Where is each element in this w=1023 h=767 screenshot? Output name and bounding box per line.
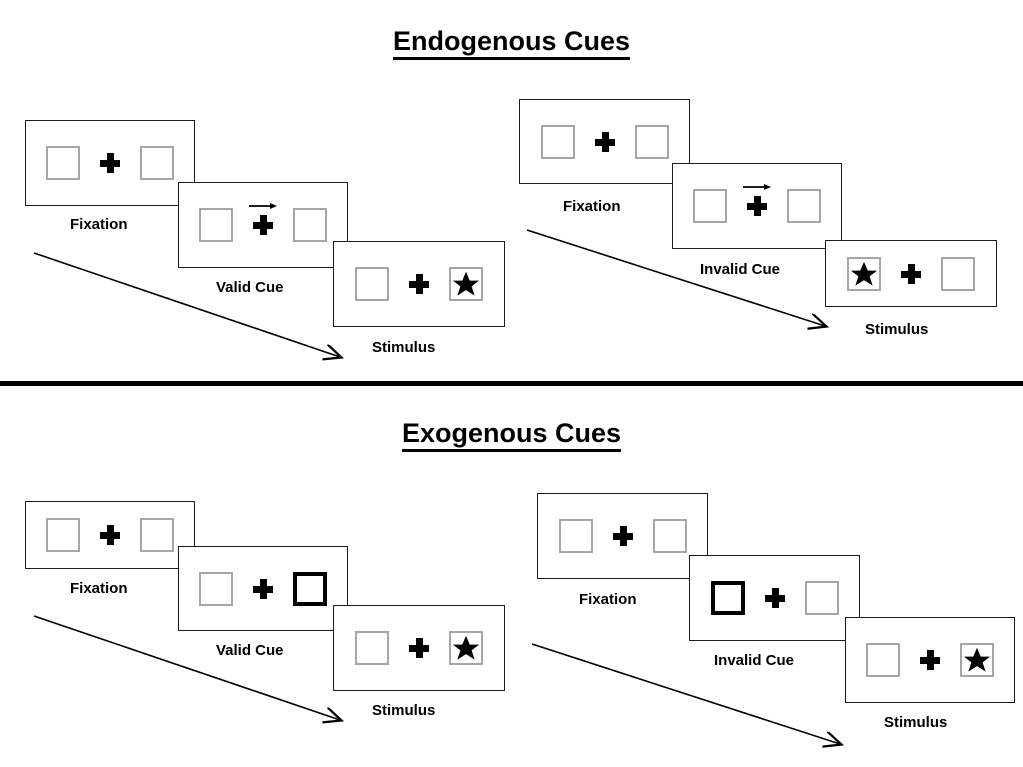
section-title-endogenous-text: Endogenous Cues: [392, 26, 630, 60]
frame-content: [26, 502, 194, 568]
frame-exogenous-valid-fixation[interactable]: [25, 501, 195, 569]
plus-icon: [901, 263, 921, 284]
frame-content: [334, 606, 504, 690]
right-placeholder-box: [652, 519, 687, 553]
plus-icon: [253, 578, 273, 599]
frame-exogenous-invalid-stimulus[interactable]: [845, 617, 1015, 703]
frame-exogenous-valid-cue[interactable]: [178, 546, 348, 631]
flow-arrow-endogenous-valid: [33, 252, 360, 365]
left-placeholder-box: [355, 267, 389, 301]
left-placeholder-box: [558, 519, 593, 553]
right-placeholder-box: [941, 256, 975, 291]
frame-label-exogenous-valid-fixation: Fixation: [70, 580, 128, 597]
left-placeholder-box: [540, 124, 575, 159]
frame-content: [520, 100, 689, 183]
frame-endogenous-valid-stimulus[interactable]: [333, 241, 505, 327]
frame-content: [846, 618, 1014, 702]
frame-endogenous-invalid-stimulus[interactable]: [825, 240, 997, 307]
frame-exogenous-invalid-cue[interactable]: [689, 555, 860, 641]
frame-content: [690, 556, 859, 640]
right-cue-box: [293, 571, 327, 606]
plus-icon: [409, 274, 429, 294]
plus-icon: [100, 525, 120, 545]
plus-icon: [743, 184, 771, 216]
left-placeholder-box: [355, 631, 389, 665]
frame-label-endogenous-valid-fixation: Fixation: [70, 216, 128, 233]
right-placeholder-box: [293, 208, 327, 242]
flow-arrow-exogenous-valid: [33, 615, 360, 728]
right-target-box: [960, 643, 994, 677]
right-placeholder-box: [804, 581, 839, 615]
frame-endogenous-invalid-cue[interactable]: [672, 163, 842, 249]
plus-icon: [409, 638, 429, 658]
left-placeholder-box: [199, 571, 233, 606]
right-placeholder-box: [140, 146, 174, 180]
plus-icon: [249, 203, 277, 235]
frame-label-exogenous-invalid-cue: Invalid Cue: [714, 652, 795, 669]
frame-exogenous-invalid-fixation[interactable]: [537, 493, 708, 579]
frame-content: [26, 121, 194, 205]
frame-content: [179, 547, 347, 630]
right-placeholder-box: [140, 518, 174, 552]
frame-content: [334, 242, 504, 326]
frame-label-exogenous-invalid-stimulus: Stimulus: [884, 714, 948, 731]
frame-content: [179, 183, 347, 267]
plus-icon: [920, 650, 940, 670]
plus-icon: [612, 526, 633, 546]
frame-content: [538, 494, 707, 578]
plus-icon: [764, 588, 785, 608]
frame-label-endogenous-invalid-stimulus: Stimulus: [865, 321, 929, 338]
frame-label-exogenous-valid-cue: Valid Cue: [216, 642, 284, 659]
flow-arrow-endogenous-invalid: [526, 229, 845, 340]
section-title-endogenous: Endogenous Cues: [0, 26, 1023, 60]
flow-arrow-exogenous-invalid: [531, 643, 860, 754]
left-placeholder-box: [866, 643, 900, 677]
section-divider: [0, 381, 1023, 386]
right-target-box: [449, 631, 483, 665]
frame-label-endogenous-invalid-fixation: Fixation: [563, 198, 621, 215]
frame-label-endogenous-valid-stimulus: Stimulus: [372, 339, 436, 356]
arrow-right-icon: [249, 203, 277, 209]
left-placeholder-box: [693, 189, 727, 223]
right-target-box: [449, 267, 483, 301]
frame-endogenous-valid-cue[interactable]: [178, 182, 348, 268]
arrow-right-icon: [743, 184, 771, 190]
left-target-box: [847, 256, 881, 291]
frame-label-endogenous-invalid-cue: Invalid Cue: [700, 261, 781, 278]
section-title-exogenous: Exogenous Cues: [0, 418, 1023, 452]
frame-label-exogenous-invalid-fixation: Fixation: [579, 591, 637, 608]
star-icon: [963, 647, 991, 672]
star-icon: [452, 635, 480, 660]
left-cue-box: [710, 581, 745, 615]
star-icon: [452, 271, 480, 296]
left-placeholder-box: [46, 518, 80, 552]
plus-icon: [594, 131, 615, 152]
frame-endogenous-valid-fixation[interactable]: [25, 120, 195, 206]
frame-exogenous-valid-stimulus[interactable]: [333, 605, 505, 691]
section-title-exogenous-text: Exogenous Cues: [401, 418, 622, 452]
frame-content: [826, 241, 996, 306]
frame-label-exogenous-valid-stimulus: Stimulus: [372, 702, 436, 719]
left-placeholder-box: [199, 208, 233, 242]
plus-icon: [100, 153, 120, 173]
left-placeholder-box: [46, 146, 80, 180]
frame-label-endogenous-valid-cue: Valid Cue: [216, 279, 284, 296]
right-placeholder-box: [634, 124, 669, 159]
frame-endogenous-invalid-fixation[interactable]: [519, 99, 690, 184]
star-icon: [850, 261, 878, 286]
frame-content: [673, 164, 841, 248]
right-placeholder-box: [787, 189, 821, 223]
